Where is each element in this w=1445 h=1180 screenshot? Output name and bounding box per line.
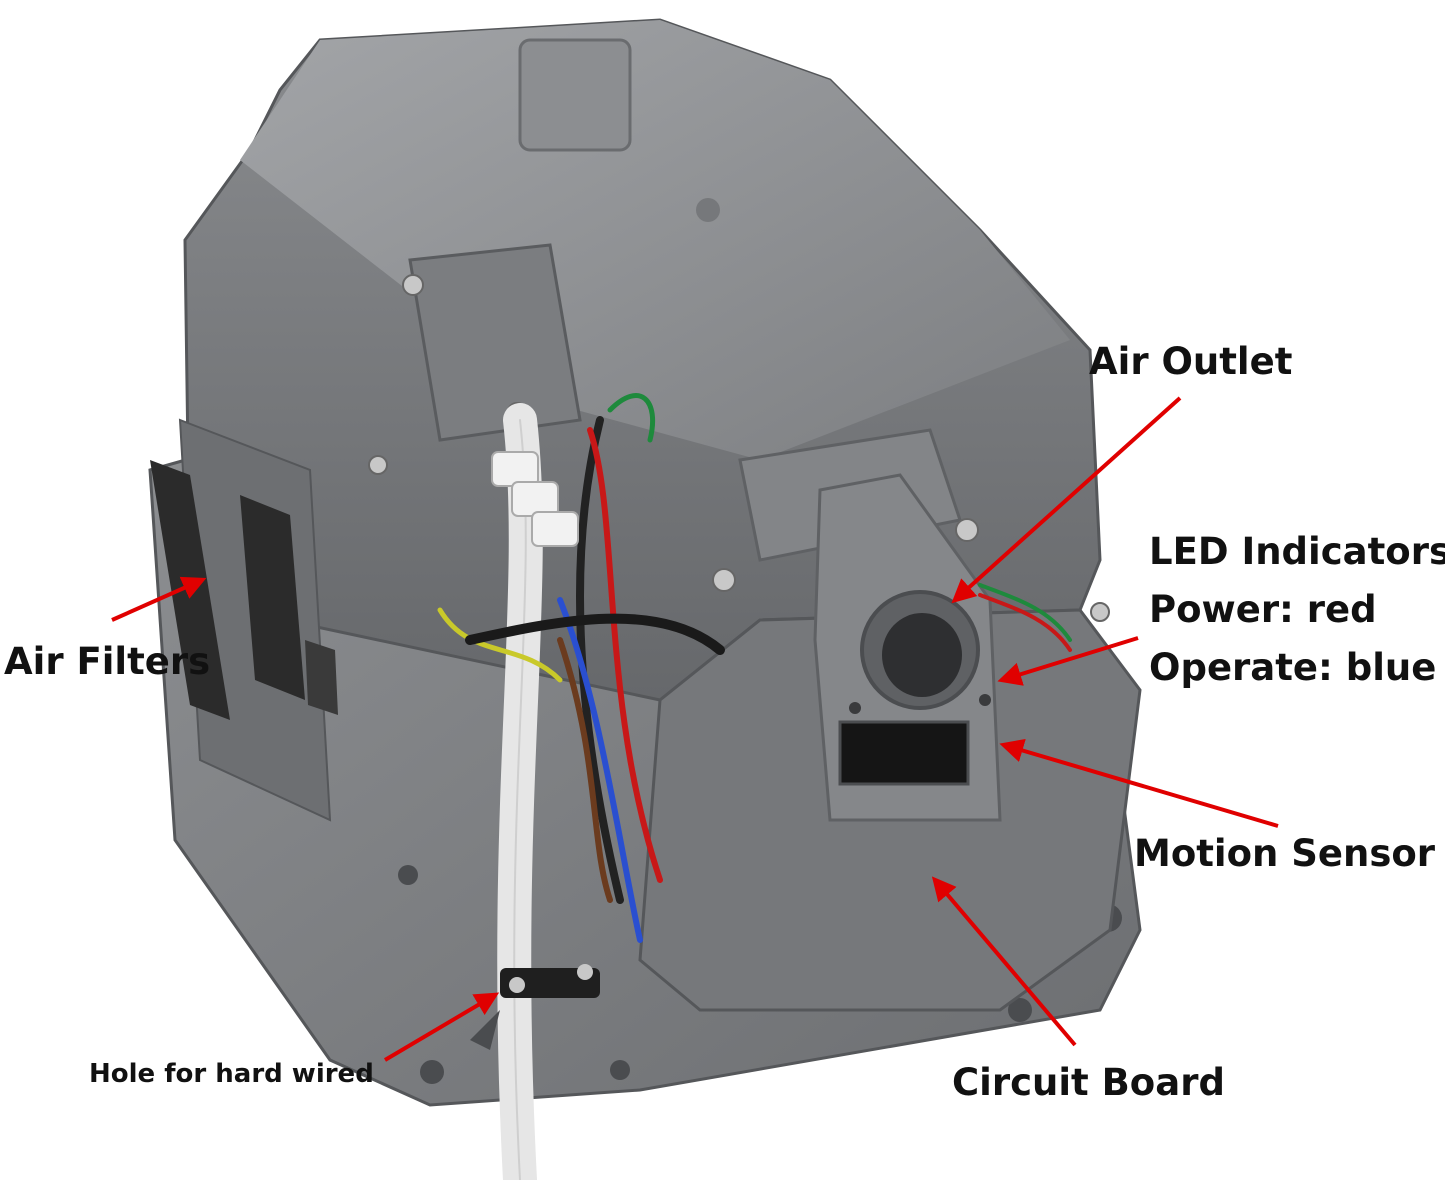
label-led-indicators: LED Indicators [1149,530,1445,573]
cable-clamp [470,964,600,1050]
air-filters [150,460,338,720]
led-indicator-operate [979,694,991,706]
label-led-power: Power: red [1149,588,1377,631]
arrow-air-filters [111,576,207,622]
annotation-arrows [111,396,1279,1062]
label-air-filters: Air Filters [4,640,211,683]
top-button [518,38,632,152]
label-hole-hard-wired: Hole for hard wired [89,1059,374,1089]
arrow-circuit-board [931,876,1077,1047]
arrow-air-outlet [951,396,1182,604]
label-circuit-board: Circuit Board [952,1061,1225,1104]
arrow-motion-sensor [999,738,1279,828]
arrow-hole-hard-wired [383,992,500,1062]
arrow-led-indicators [997,636,1139,686]
label-led-operate: Operate: blue [1149,646,1437,689]
label-motion-sensor: Motion Sensor [1134,832,1436,875]
led-indicator-power [849,702,861,714]
label-air-outlet: Air Outlet [1089,340,1293,383]
terminal-block [491,451,579,547]
motion-sensor-window [838,720,970,786]
